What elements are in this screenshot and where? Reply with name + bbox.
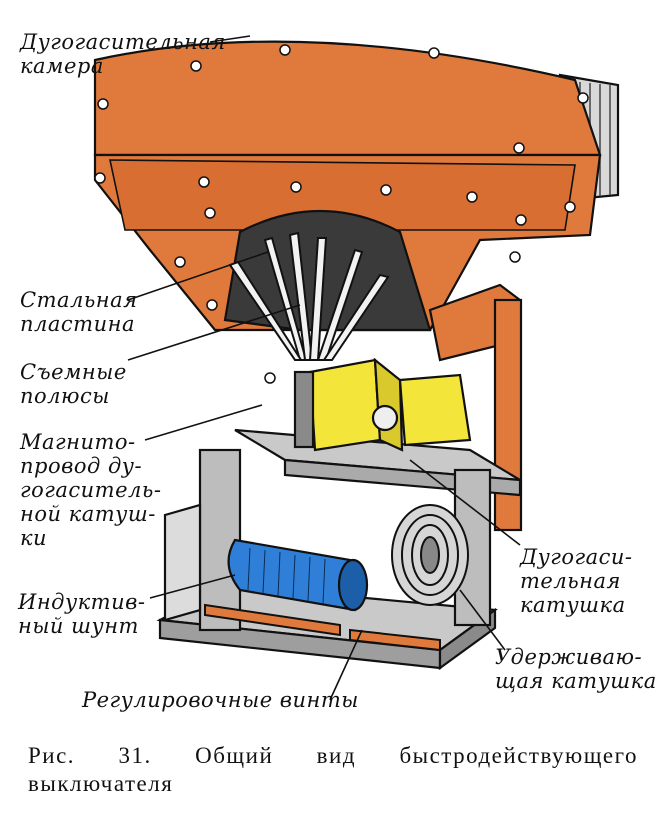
- holding-coil: [391, 504, 469, 606]
- leader-lines: [127, 35, 521, 701]
- label-arc-coil: Дугогаси- тельная катушка: [520, 545, 633, 617]
- label-magnetic-core: Магнито- провод ду- гогаситель- ной кату…: [20, 430, 162, 550]
- label-adjusting-screws: Регулировочные винты: [82, 688, 359, 712]
- arc-space: [223, 209, 432, 332]
- arc-chamber: [93, 40, 620, 384]
- circuit-breaker-illustration: [93, 35, 620, 701]
- rivets: [94, 44, 589, 384]
- label-inductive-shunt: Индуктив- ный шунт: [18, 590, 146, 638]
- inductive-shunt: [227, 538, 369, 612]
- orange-bars: [204, 603, 441, 652]
- label-arc-chamber: Дугогасительная камера: [20, 30, 226, 78]
- label-steel-plate: Стальная пластина: [20, 288, 138, 336]
- steel-plates: [228, 231, 390, 361]
- left-panel: [163, 503, 202, 622]
- arc-coil-yellow: [371, 373, 472, 447]
- chamber-top: [93, 40, 602, 157]
- label-removable-poles: Съемные полюсы: [20, 360, 127, 408]
- figure-caption: Рис. 31. Общий вид быстродействующего вы…: [28, 743, 638, 796]
- chamber-front-face: [109, 159, 576, 231]
- label-holding-coil: Удерживаю- щая катушка: [495, 645, 656, 693]
